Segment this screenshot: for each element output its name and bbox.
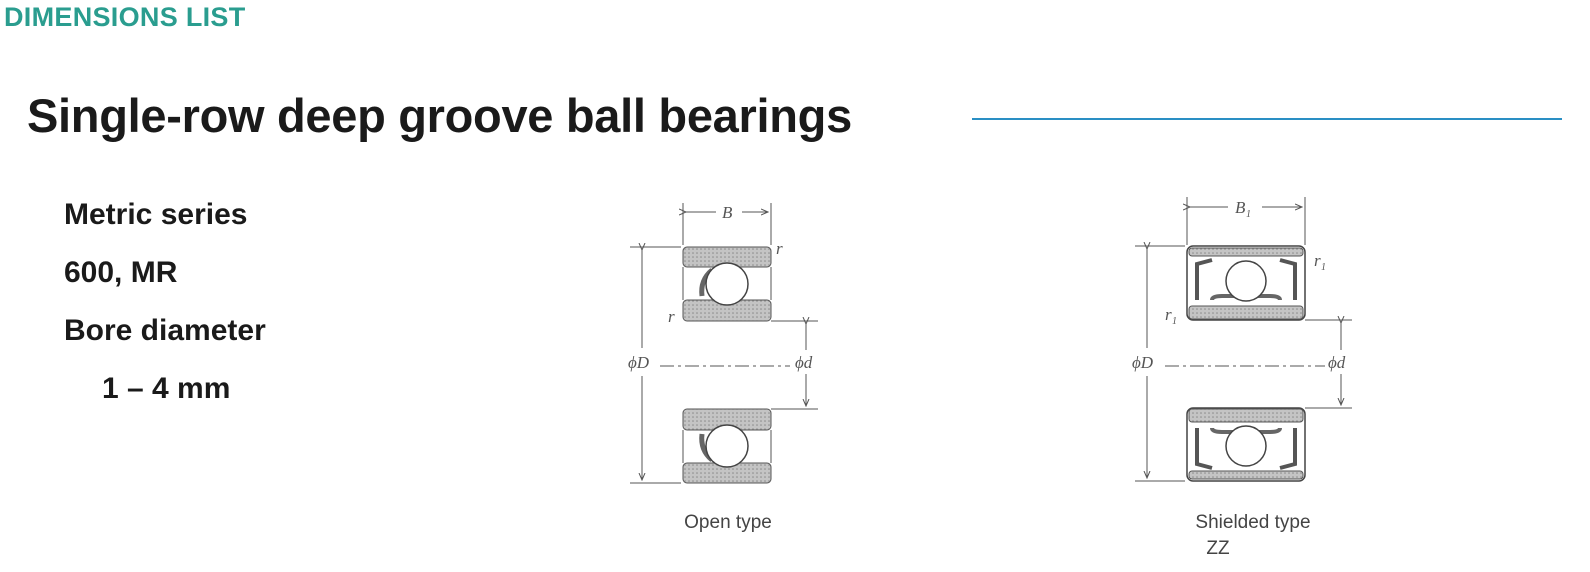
svg-text:1: 1 (1246, 209, 1251, 220)
open-outer-diameter-label: ϕD (628, 353, 650, 372)
svg-text:r: r (668, 307, 675, 326)
bore-diameter-label: Bore diameter (64, 314, 266, 347)
series-label: Metric series (64, 198, 248, 231)
shielded-type-code: ZZ (1206, 538, 1230, 559)
shielded-outer-diameter-label: ϕD (1132, 353, 1154, 372)
open-width-label: B (722, 203, 733, 222)
open-type-drawing: B ϕD ϕd r r (628, 203, 818, 484)
shielded-type-drawing: B 1 ϕD ϕd r 1 r 1 (1132, 197, 1352, 482)
shielded-chamfer-label: r (1314, 251, 1321, 270)
open-bore-diameter-label: ϕd (795, 353, 813, 372)
shielded-type-caption: Shielded type (1195, 512, 1311, 533)
page-title: Single-row deep groove ball bearings (27, 89, 852, 142)
shielded-bore-diameter-label: ϕd (1328, 353, 1346, 372)
svg-text:r: r (1165, 305, 1172, 324)
svg-text:1: 1 (1321, 262, 1326, 273)
open-type-caption: Open type (684, 512, 772, 533)
svg-text:1: 1 (1172, 316, 1177, 327)
title-rule (972, 118, 1562, 120)
series-numbers: 600, MR (64, 256, 178, 289)
bore-diameter-range: 1 – 4 mm (102, 372, 231, 405)
shielded-width-label: B (1235, 198, 1246, 217)
open-chamfer-label: r (776, 239, 783, 258)
section-label: DIMENSIONS LIST (4, 2, 246, 32)
